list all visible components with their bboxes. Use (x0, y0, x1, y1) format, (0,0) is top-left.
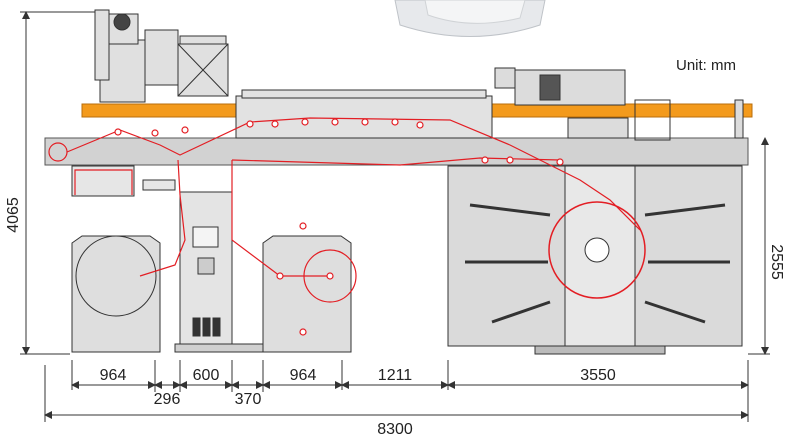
dim-1211: 1211 (378, 367, 413, 384)
dim-height-total: 4065 (5, 197, 22, 233)
dim-964-left: 964 (100, 367, 127, 384)
dim-height-right: 2555 (768, 244, 785, 280)
dim-total-width: 8300 (377, 421, 413, 438)
dim-370: 370 (235, 391, 262, 408)
main-beam (44, 137, 749, 166)
control-cabinet (174, 191, 281, 353)
dim-3550: 3550 (580, 367, 616, 384)
rewinder-right (262, 235, 357, 353)
dim-296: 296 (154, 391, 181, 408)
dim-964-right: 964 (290, 367, 317, 384)
unwinder-left (71, 235, 161, 353)
printing-unit (447, 165, 743, 355)
dimension-lines (20, 11, 770, 422)
winder-motor (494, 67, 744, 141)
web-path (48, 117, 641, 336)
drive-unit (94, 9, 229, 103)
left-knife-bar (142, 179, 176, 191)
dryer-hood (235, 89, 493, 139)
background-panel-fragment (394, 0, 546, 37)
left-guide-frame (71, 165, 135, 197)
unit-label: Unit: mm (676, 57, 736, 74)
dim-600: 600 (193, 367, 220, 384)
